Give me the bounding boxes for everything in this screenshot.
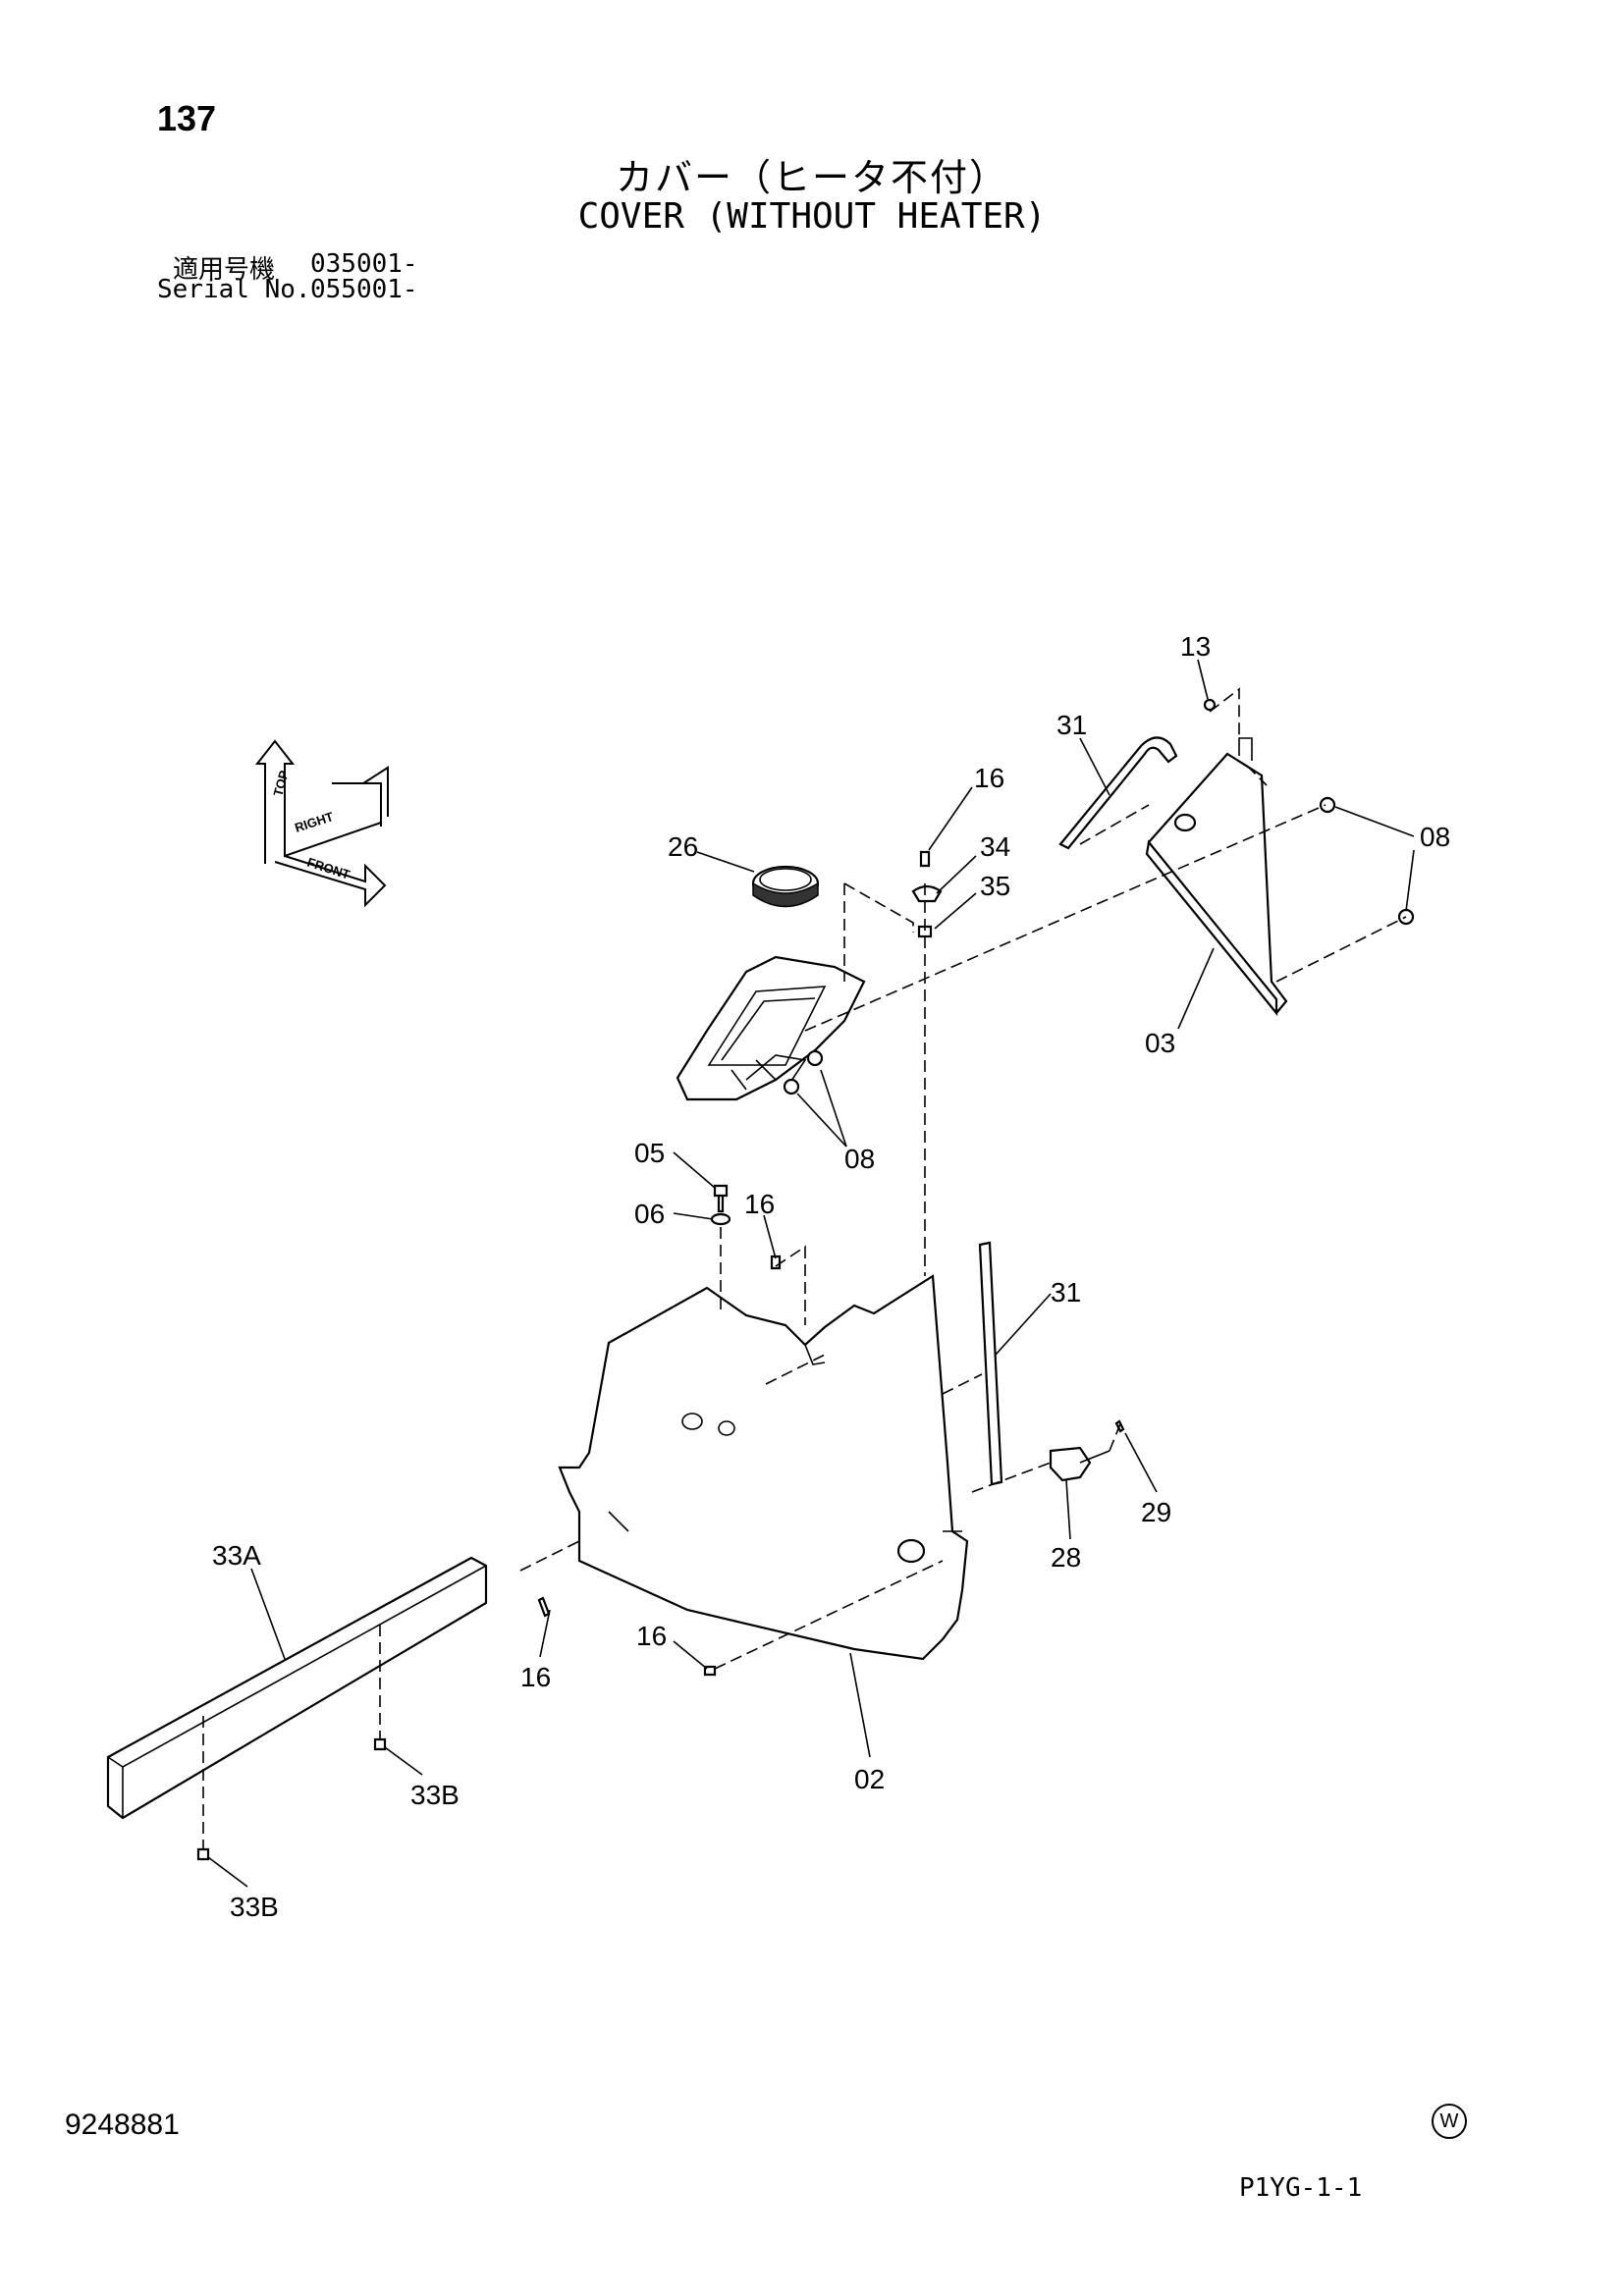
page-title-japanese: カバー（ヒータ不付） bbox=[615, 156, 1008, 199]
orientation-indicator: TOP RIGHT FRONT bbox=[254, 739, 389, 908]
callout-31-mid: 31 bbox=[1051, 1277, 1081, 1308]
part-main-cover bbox=[558, 1274, 969, 1661]
callout-33a: 33A bbox=[212, 1540, 261, 1571]
page-code: P1YG-1-1 bbox=[1239, 2173, 1363, 2203]
callout-13: 13 bbox=[1180, 631, 1211, 662]
callout-06: 06 bbox=[634, 1199, 665, 1229]
part-rod-vertical bbox=[978, 1241, 1003, 1486]
leader-lines bbox=[207, 659, 1415, 1888]
orientation-label-right: RIGHT bbox=[293, 809, 335, 835]
callout-16-top: 16 bbox=[974, 763, 1004, 793]
serial-label-japanese: 適用号機 bbox=[173, 255, 276, 285]
callout-31-top: 31 bbox=[1056, 710, 1087, 740]
page-title-english: COVER (WITHOUT HEATER) bbox=[577, 196, 1047, 237]
document-number: 9248881 bbox=[65, 2109, 180, 2141]
callout-03: 03 bbox=[1145, 1028, 1175, 1058]
callout-08-right: 08 bbox=[1420, 822, 1450, 852]
part-duct-assembly bbox=[676, 955, 866, 1101]
callout-33b-right: 33B bbox=[410, 1780, 460, 1810]
serial-value-english: 055001- bbox=[310, 275, 418, 304]
callout-08-mid: 08 bbox=[844, 1144, 875, 1174]
callout-34: 34 bbox=[980, 831, 1010, 862]
part-bracket-clip bbox=[1049, 1446, 1110, 1482]
part-cap bbox=[751, 865, 820, 908]
callout-28: 28 bbox=[1051, 1542, 1081, 1573]
callout-29: 29 bbox=[1141, 1497, 1171, 1527]
part-rod-top bbox=[1058, 736, 1178, 850]
callout-02: 02 bbox=[854, 1764, 885, 1794]
part-bracket-plate bbox=[1145, 737, 1288, 1017]
callout-35: 35 bbox=[980, 871, 1010, 901]
serial-label-english: Serial No. bbox=[157, 275, 311, 304]
callout-16-left: 16 bbox=[520, 1662, 551, 1692]
callout-05: 05 bbox=[634, 1138, 665, 1168]
callout-16-bottom: 16 bbox=[636, 1621, 667, 1651]
serial-value-japanese: 035001- bbox=[310, 249, 418, 279]
callout-33b-left: 33B bbox=[230, 1892, 279, 1922]
page-number: 137 bbox=[157, 98, 217, 138]
assembly-lines bbox=[202, 687, 1407, 1849]
callout-labels: 13 31 16 26 34 35 08 03 08 05 06 16 31 2… bbox=[212, 631, 1450, 1922]
callout-26: 26 bbox=[668, 831, 698, 862]
orientation-label-top: TOP bbox=[270, 769, 291, 798]
callout-16-mid: 16 bbox=[744, 1189, 775, 1219]
circled-w-mark: W bbox=[1432, 2104, 1467, 2139]
